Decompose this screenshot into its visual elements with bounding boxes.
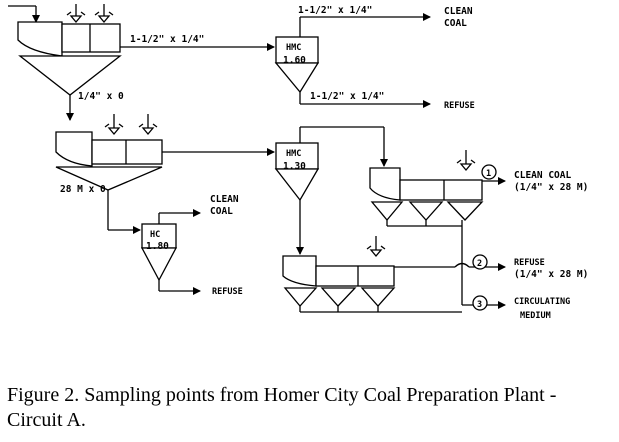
hmc-top-density: 1.60 (283, 55, 306, 66)
sampling-point-1 (481, 164, 497, 180)
hc-label: HC (150, 230, 160, 240)
top-screen-sprays (66, 4, 114, 24)
hc-refuse-label: REFUSE (212, 287, 243, 297)
sp1-clean-coal-label: CLEAN COAL (514, 170, 571, 181)
top-hmc-refuse-size: 1-1/2" x 1/4" (310, 91, 384, 102)
second-screen-sprays (104, 114, 158, 136)
refuse-screen (282, 255, 396, 307)
sp1-size-label: (1/4" x 28 M) (514, 182, 588, 193)
sampling-point-2-label: 2 (477, 259, 482, 269)
sampling-point-3 (472, 295, 488, 311)
sp3-medium-label: MEDIUM (520, 311, 551, 321)
hmc-top-label: HMC (286, 43, 301, 53)
hmc-mid-label: HMC (286, 149, 301, 159)
clean-coal-screen (369, 167, 484, 222)
hmc-mid-density: 1.30 (283, 161, 306, 172)
hc-density: 1.80 (146, 241, 169, 252)
top-product-out-label: 1-1/2" x 1/4" (298, 5, 372, 16)
refuse-screen-spray (366, 236, 386, 258)
sp2-refuse-label: REFUSE (514, 258, 545, 268)
clean-coal-screen-spray (456, 150, 476, 172)
flowsheet-diagram: 1-1/2" x 1/4" HMC 1.60 1-1/2" x 1/4" CLE… (8, 4, 588, 321)
top-refuse-label: REFUSE (444, 101, 475, 111)
undersize-2-label: 28 M x 0 (60, 184, 106, 195)
sp3-circulating-label: CIRCULATING (514, 297, 570, 307)
sampling-point-2 (472, 254, 488, 270)
top-screen (8, 5, 122, 96)
undersize-1-label: 1/4" x 0 (78, 91, 124, 102)
hmc-mid-vessel (274, 142, 320, 202)
sampling-point-3-label: 3 (477, 300, 482, 310)
sp2-size-label: (1/4" x 28 M) (514, 269, 588, 280)
hmc-top-vessel (274, 36, 320, 94)
sampling-point-1-label: 1 (486, 169, 491, 179)
second-screen (55, 131, 163, 191)
top-screen-product-label: 1-1/2" x 1/4" (130, 34, 204, 45)
figure-caption: Figure 2. Sampling points from Homer Cit… (7, 384, 557, 431)
